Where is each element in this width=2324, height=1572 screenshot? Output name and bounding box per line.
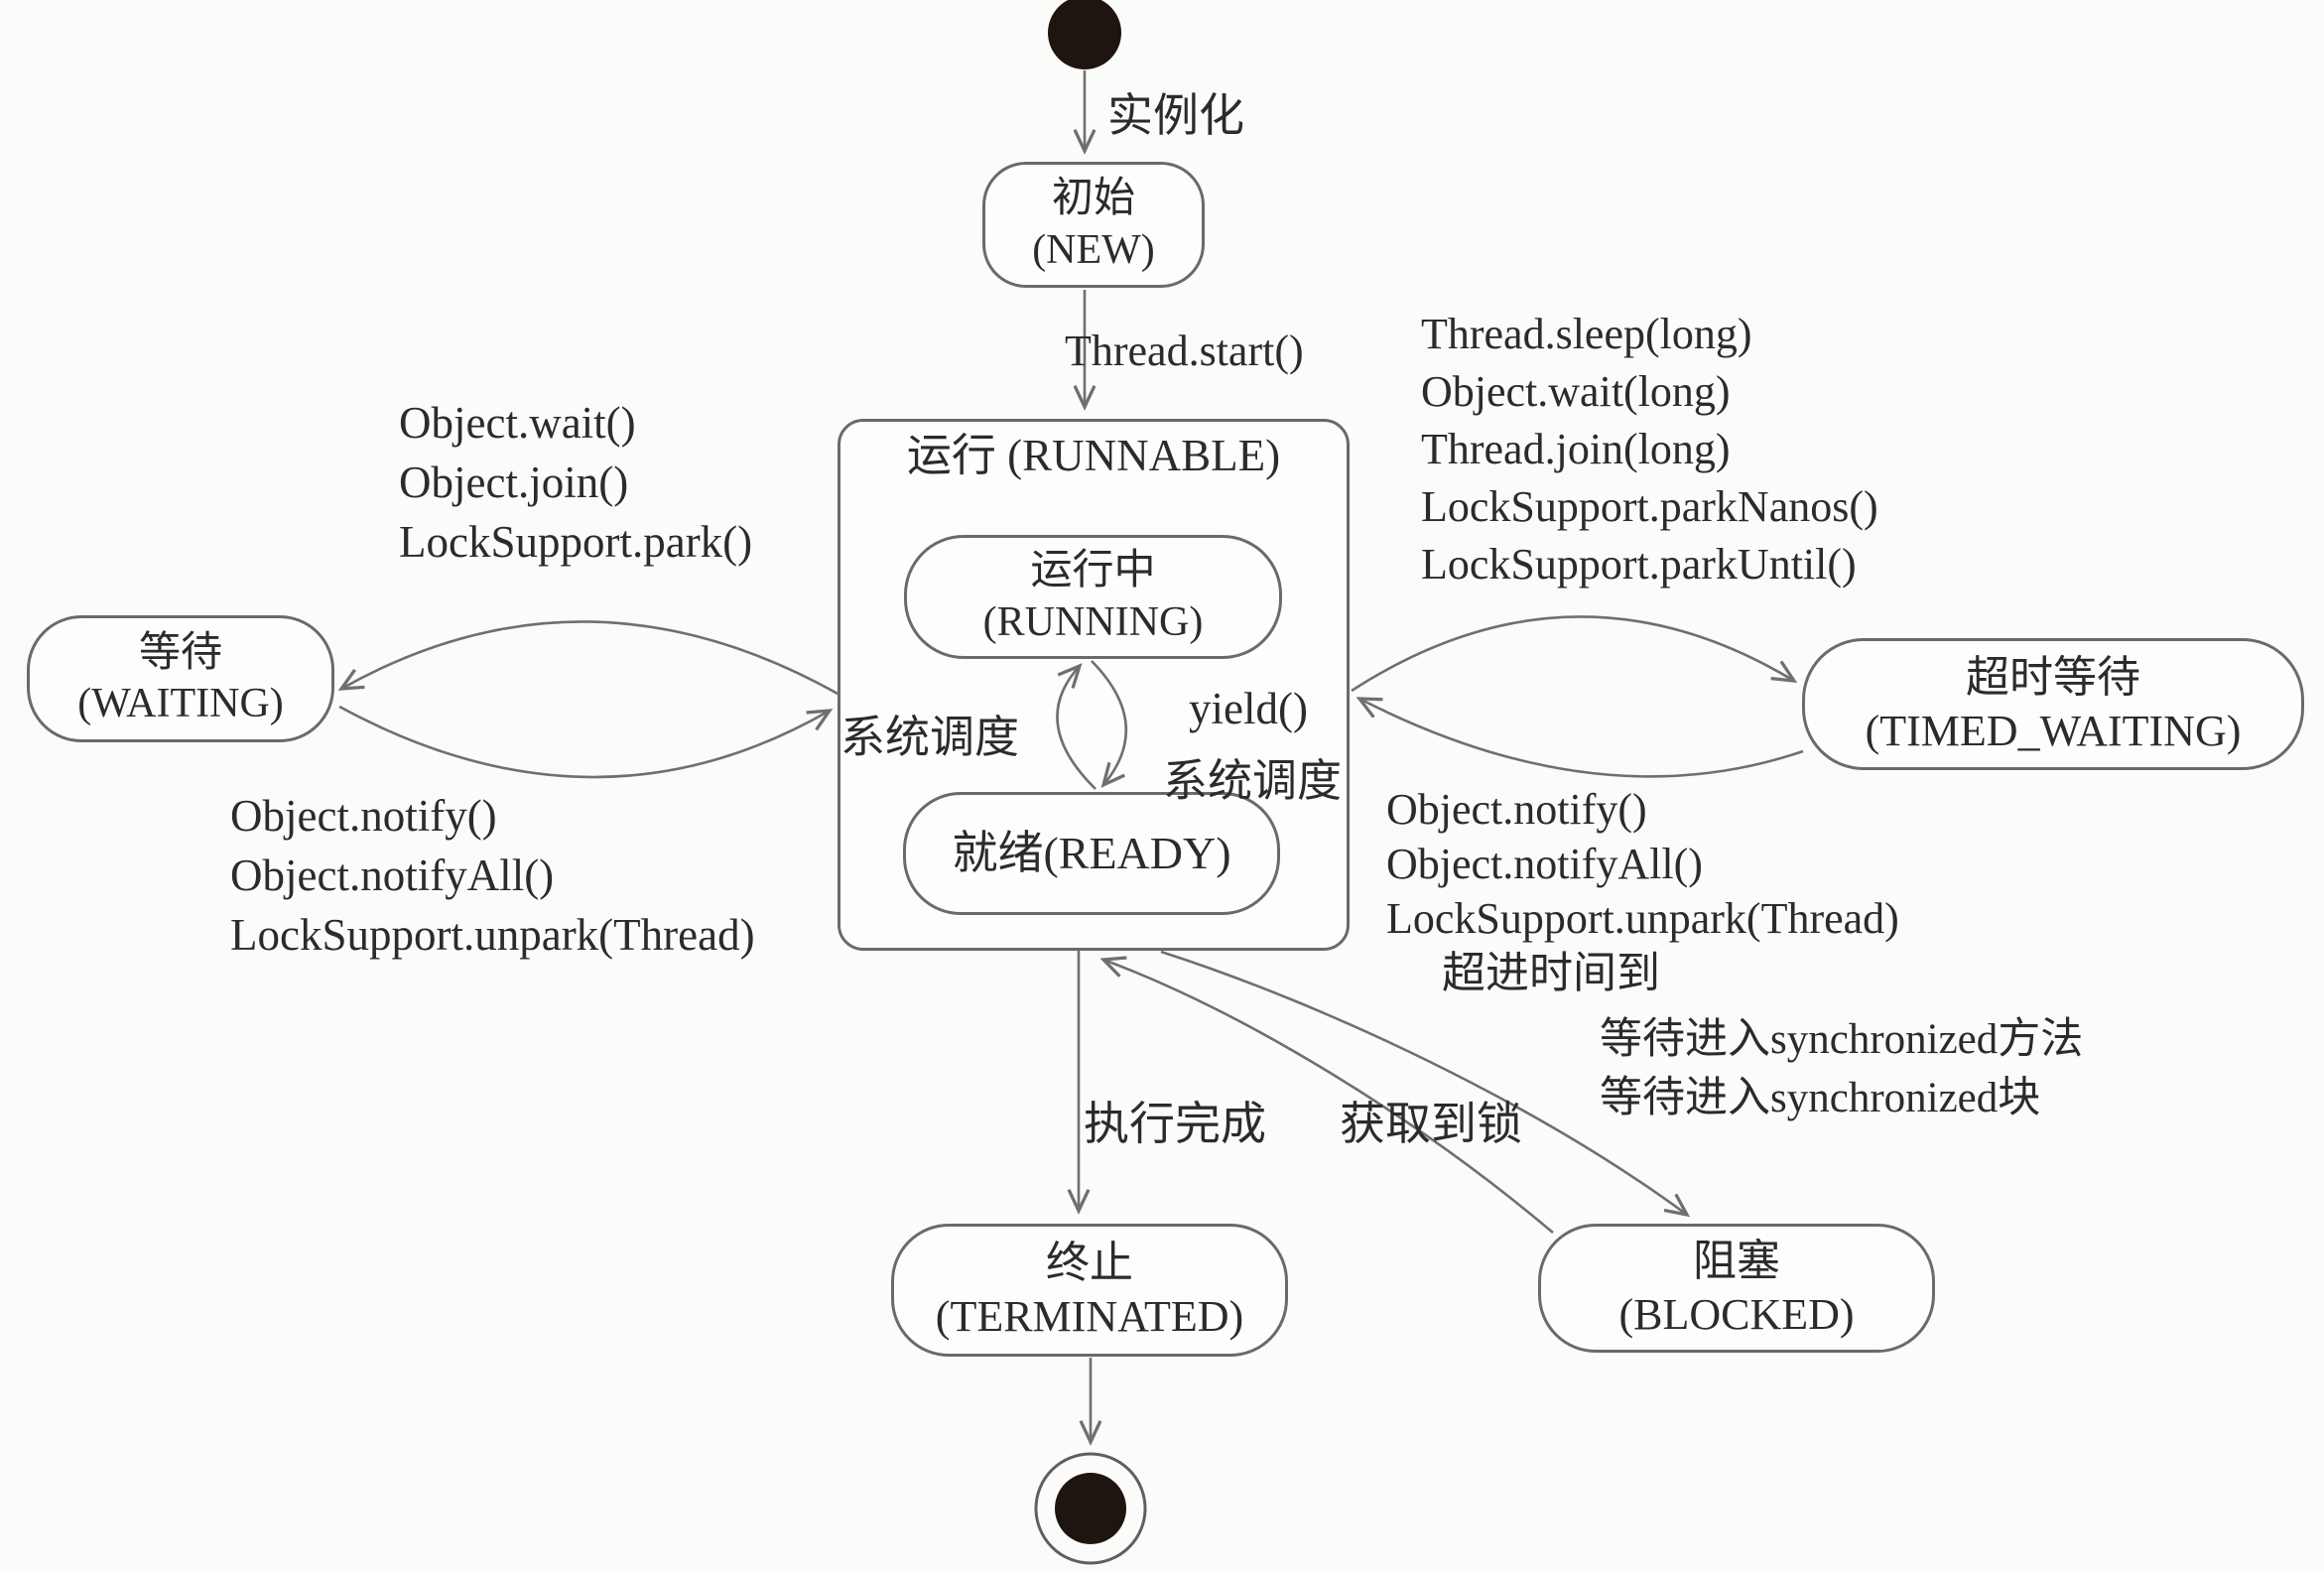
state-timed-waiting-label-zh: 超时等待 <box>1966 652 2140 702</box>
state-runnable-label-zh: 运行 <box>906 431 996 480</box>
state-terminated-label-en: (TERMINATED) <box>935 1292 1244 1341</box>
state-running: 运行中 (RUNNING) <box>904 535 1282 659</box>
state-runnable-label-en: (RUNNABLE) <box>1007 431 1281 480</box>
final-state-icon <box>1034 1452 1147 1565</box>
label-locksupport-park: LockSupport.park() <box>399 517 753 567</box>
state-running-label-zh: 运行中 <box>1030 548 1156 594</box>
label-waiting-to-runnable-methods: Object.notify() Object.notifyAll() LockS… <box>230 786 755 965</box>
state-blocked-label-zh: 阻塞 <box>1693 1237 1780 1286</box>
label-object-notify-right: Object.notify() <box>1386 785 1647 834</box>
state-ready-label: 就绪(READY) <box>952 827 1231 878</box>
label-system-schedule-up: 系统调度 <box>840 713 1020 762</box>
state-waiting-label-en: (WAITING) <box>77 681 284 726</box>
arrow-waiting-to-runnable <box>338 705 830 779</box>
state-running-label-en: (RUNNING) <box>982 598 1204 645</box>
state-blocked: 阻塞 (BLOCKED) <box>1538 1224 1935 1353</box>
label-instantiate: 实例化 <box>1107 90 1244 141</box>
state-terminated-label-zh: 终止 <box>1046 1239 1133 1288</box>
state-timed-waiting: 超时等待 (TIMED_WAITING) <box>1802 638 2304 770</box>
arrow-runnable-to-waiting <box>341 620 840 697</box>
label-thread-sleep-long: Thread.sleep(long) <box>1421 310 1752 358</box>
label-locksupport-parkuntil: LockSupport.parkUntil() <box>1421 540 1857 589</box>
label-object-wait-long: Object.wait(long) <box>1421 367 1731 416</box>
arrow-runnable-to-timed-waiting <box>1351 615 1794 693</box>
label-system-schedule-down: 系统调度 <box>1163 756 1343 806</box>
label-object-wait: Object.wait() <box>399 398 636 448</box>
label-timed-waiting-to-runnable-methods: Object.notify() Object.notifyAll() LockS… <box>1386 782 1899 1000</box>
label-runnable-to-blocked-reasons: 等待进入synchronized方法 等待进入synchronized块 <box>1600 1010 2083 1127</box>
state-waiting: 等待 (WAITING) <box>27 615 334 742</box>
label-wait-synchronized-method: 等待进入synchronized方法 <box>1600 1016 2084 1063</box>
label-object-notify-left: Object.notify() <box>230 791 497 841</box>
state-new-label-zh: 初始 <box>1051 176 1135 222</box>
label-lock-acquired: 获取到锁 <box>1340 1099 1522 1149</box>
state-new-label-en: (NEW) <box>1032 226 1155 273</box>
label-object-join: Object.join() <box>399 458 629 507</box>
label-timeout-reached: 超进时间到 <box>1442 949 1660 997</box>
label-wait-synchronized-block: 等待进入synchronized块 <box>1600 1075 2041 1121</box>
label-locksupport-parknanos: LockSupport.parkNanos() <box>1421 482 1878 531</box>
label-runnable-to-waiting-methods: Object.wait() Object.join() LockSupport.… <box>399 393 752 572</box>
label-thread-start: Thread.start() <box>1065 327 1304 375</box>
initial-state-icon <box>1048 0 1121 69</box>
state-new: 初始 (NEW) <box>982 162 1205 288</box>
label-locksupport-unpark-right: LockSupport.unpark(Thread) <box>1386 894 1899 943</box>
label-object-notifyall-left: Object.notifyAll() <box>230 851 555 900</box>
label-execution-complete: 执行完成 <box>1084 1099 1266 1149</box>
state-ready: 就绪(READY) <box>903 792 1280 915</box>
state-terminated: 终止 (TERMINATED) <box>891 1224 1288 1357</box>
state-blocked-label-en: (BLOCKED) <box>1618 1290 1855 1339</box>
label-object-notifyall-right: Object.notifyAll() <box>1386 840 1703 888</box>
state-waiting-label-zh: 等待 <box>138 629 222 676</box>
label-runnable-to-timed-waiting-methods: Thread.sleep(long) Object.wait(long) Thr… <box>1421 306 1878 593</box>
label-locksupport-unpark-left: LockSupport.unpark(Thread) <box>230 910 755 960</box>
label-yield: yield() <box>1189 684 1308 733</box>
state-timed-waiting-label-en: (TIMED_WAITING) <box>1865 706 2242 755</box>
arrow-timed-waiting-to-runnable <box>1359 699 1804 778</box>
label-thread-join-long: Thread.join(long) <box>1421 425 1731 473</box>
